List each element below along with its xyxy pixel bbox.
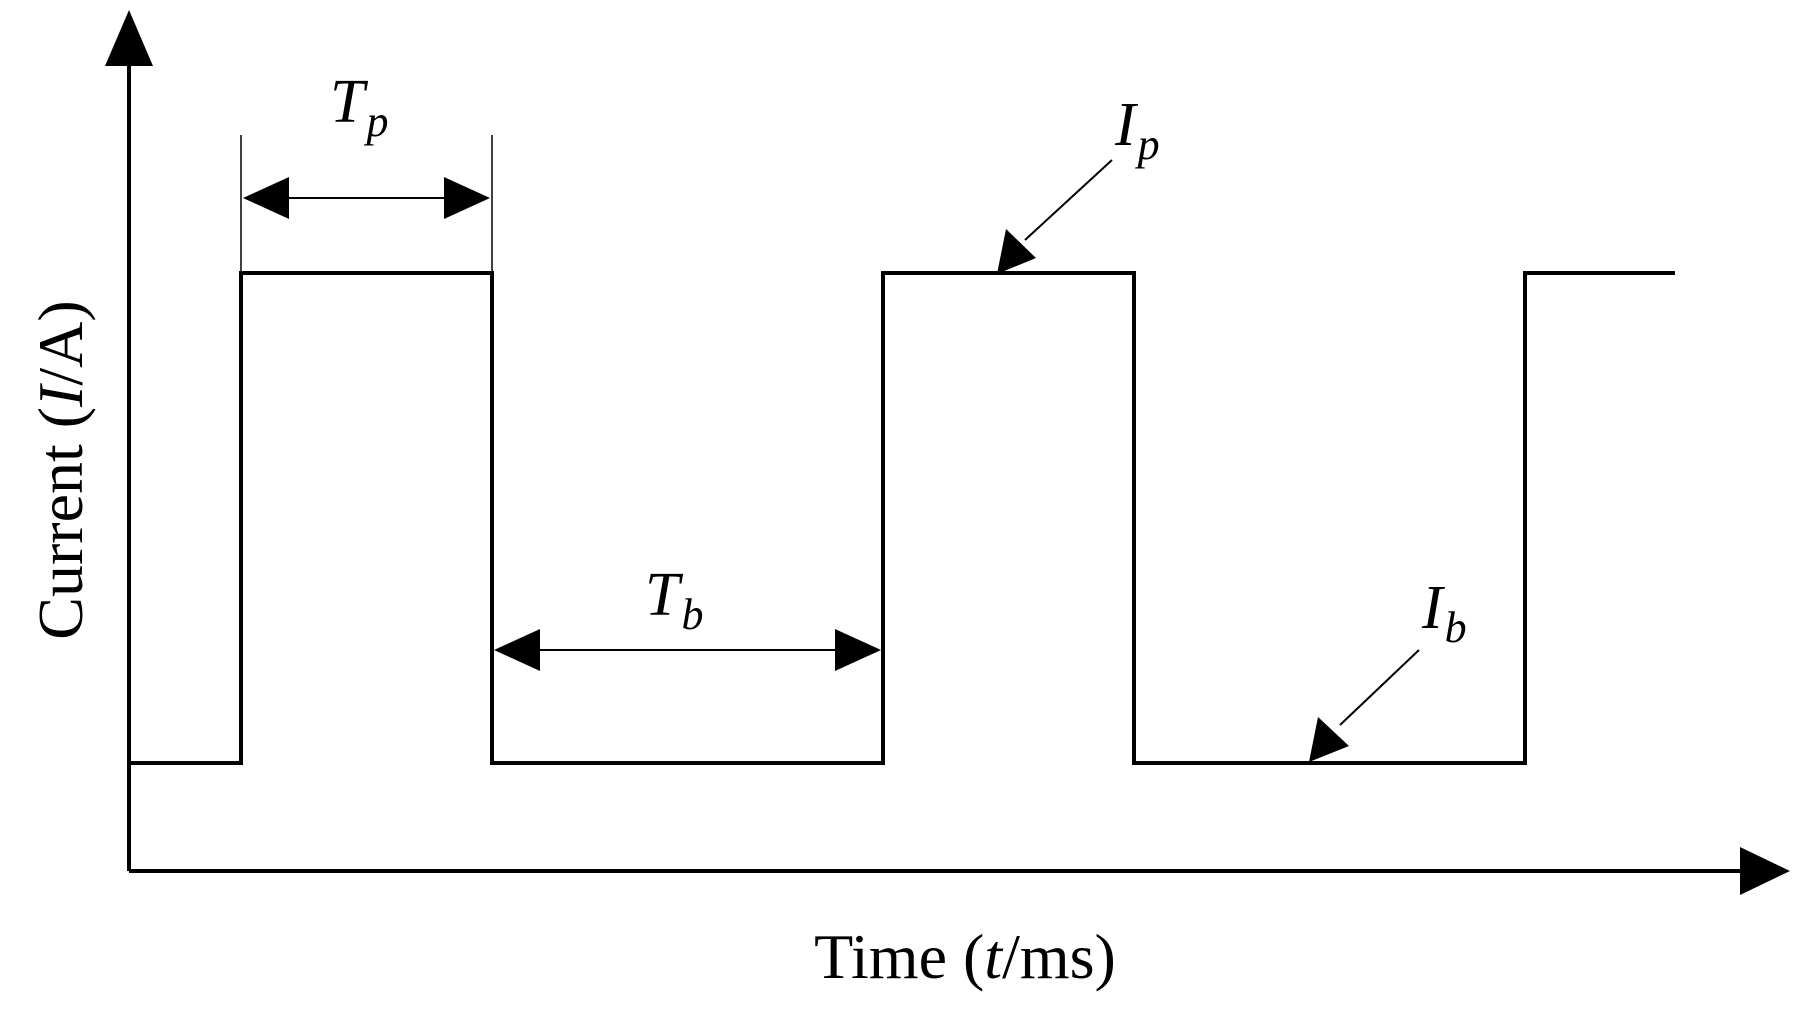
tp-arrowhead-left <box>243 177 289 219</box>
ib-pointer-line <box>1339 649 1420 726</box>
tp-arrowhead-right <box>444 177 490 219</box>
tb-label: Tb <box>645 561 703 639</box>
x-axis-arrowhead <box>1740 847 1790 895</box>
y-axis-arrowhead <box>105 10 153 66</box>
tp-label: Tp <box>330 68 388 146</box>
ib-label: Ib <box>1421 574 1467 652</box>
tb-arrowhead-left <box>494 629 540 671</box>
tb-arrowhead-right <box>835 629 881 671</box>
ip-pointer-line <box>1024 159 1113 241</box>
ip-label: Ip <box>1114 91 1160 169</box>
ip-pointer-arrowhead <box>997 229 1036 274</box>
x-axis-title: Time (t/ms) <box>814 921 1116 992</box>
ib-pointer-arrowhead <box>1309 717 1349 762</box>
y-axis-title: Current (I/A) <box>25 300 96 639</box>
current-waveform <box>129 271 1675 765</box>
